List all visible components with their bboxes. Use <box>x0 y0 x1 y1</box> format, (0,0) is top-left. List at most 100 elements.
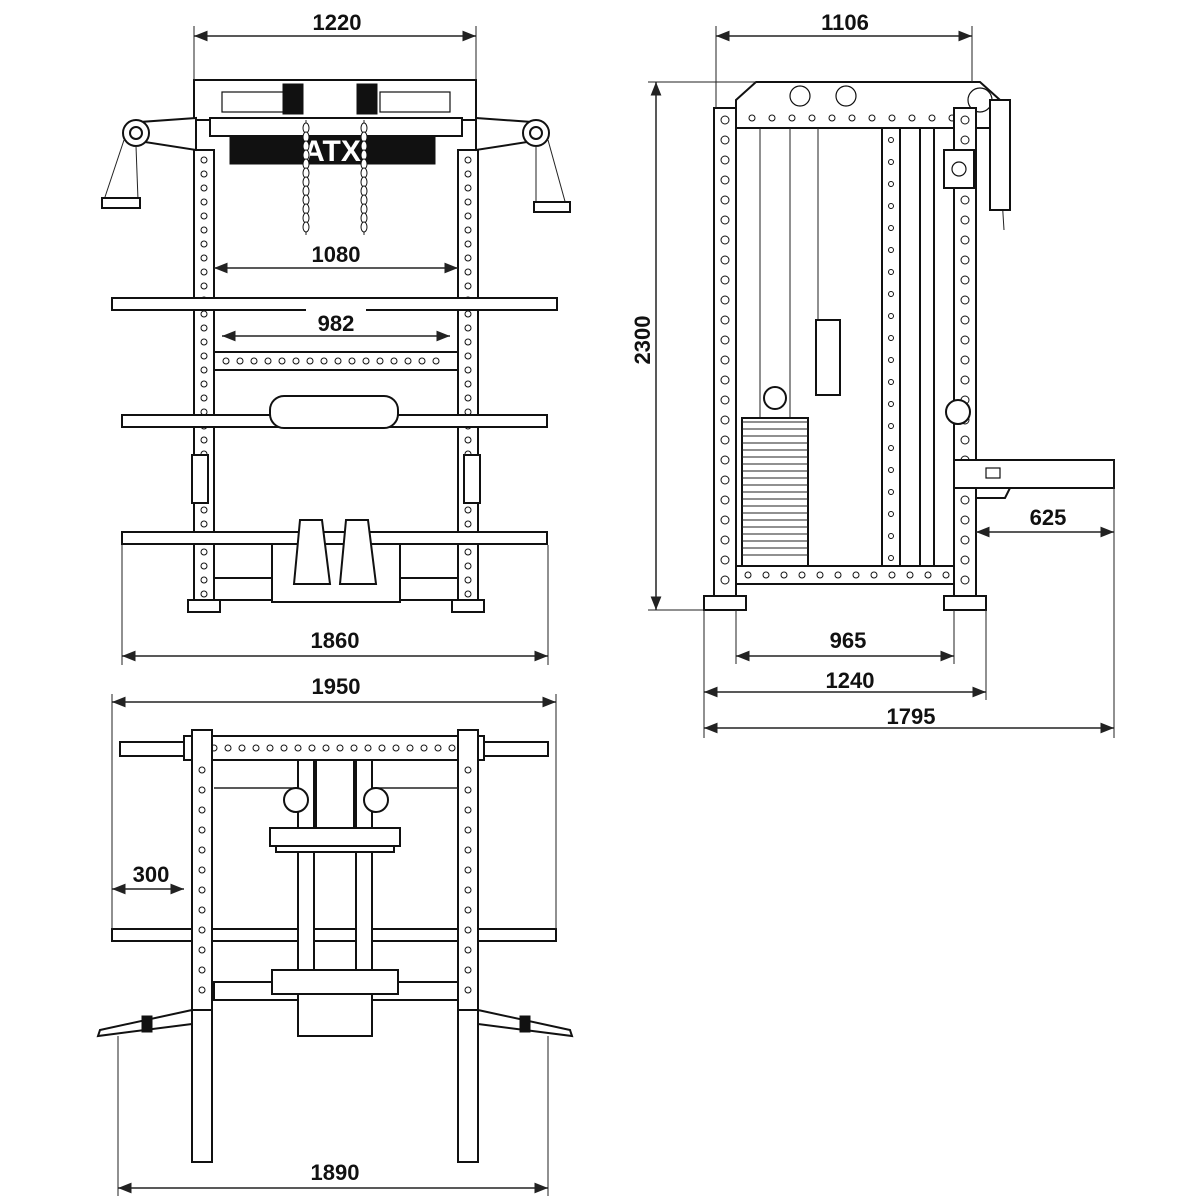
upright-hole <box>960 495 970 505</box>
upright-hole <box>200 240 208 248</box>
upright-hole <box>720 515 730 525</box>
upright-hole <box>464 212 472 220</box>
frame-hole <box>292 357 300 365</box>
frame-hole <box>348 357 356 365</box>
upright-hole <box>720 275 730 285</box>
frame-hole <box>788 114 796 122</box>
upright-hole <box>960 275 970 285</box>
upright-hole <box>464 254 472 262</box>
frame-hole <box>420 744 428 752</box>
upright-hole <box>720 195 730 205</box>
frame-hole <box>278 357 286 365</box>
upright-hole <box>200 170 208 178</box>
frame-hole <box>392 744 400 752</box>
upright-hole <box>888 401 894 407</box>
frame-hole <box>224 744 232 752</box>
upright-hole <box>200 212 208 220</box>
upright-hole <box>464 826 472 834</box>
dim-height: 2300 <box>630 316 655 365</box>
upright-hole <box>960 555 970 565</box>
upright-hole <box>960 215 970 225</box>
upright-hole <box>960 375 970 385</box>
upright-hole <box>198 786 206 794</box>
upright-hole <box>200 324 208 332</box>
dim-side-overall-depth: 1795 <box>887 704 936 729</box>
frame-hole <box>768 114 776 122</box>
upright-hole <box>464 310 472 318</box>
frame-hole <box>828 114 836 122</box>
upright-hole <box>960 355 970 365</box>
weight-stack <box>741 417 809 567</box>
upright-hole <box>464 520 472 528</box>
upright-hole <box>200 520 208 528</box>
upright-hole <box>888 181 894 187</box>
upright-hole <box>960 575 970 585</box>
upright-hole <box>464 886 472 894</box>
upright-hole <box>198 866 206 874</box>
upright-hole <box>200 394 208 402</box>
upright-hole <box>720 575 730 585</box>
upright-hole <box>198 926 206 934</box>
upright-hole <box>888 335 894 341</box>
upright-hole <box>200 436 208 444</box>
upright-hole <box>888 137 894 143</box>
frame-hole <box>434 744 442 752</box>
frame-hole <box>280 744 288 752</box>
upright-hole <box>720 175 730 185</box>
upright-hole <box>720 235 730 245</box>
top-view-left-upright-holes <box>198 766 206 994</box>
upright-hole <box>960 535 970 545</box>
upright-hole <box>200 254 208 262</box>
frame-hole <box>222 357 230 365</box>
frame-hole <box>888 114 896 122</box>
side-view <box>703 81 1115 611</box>
upright-hole <box>198 826 206 834</box>
frame-hole <box>320 357 328 365</box>
frame-hole <box>942 571 950 579</box>
upright-hole <box>720 555 730 565</box>
upright-hole <box>200 548 208 556</box>
upright-hole <box>464 380 472 388</box>
upright-hole <box>200 268 208 276</box>
frame-hole <box>336 744 344 752</box>
side-left-upright-holes <box>720 115 730 585</box>
frame-hole <box>404 357 412 365</box>
upright-hole <box>720 535 730 545</box>
pulley-arm-right <box>475 116 571 213</box>
upright-hole <box>720 495 730 505</box>
upright-hole <box>720 435 730 445</box>
upright-hole <box>464 282 472 290</box>
upright-hole <box>464 766 472 774</box>
upright-hole <box>720 395 730 405</box>
upright-hole <box>200 226 208 234</box>
upright-hole <box>200 506 208 514</box>
upright-hole <box>200 156 208 164</box>
upright-hole <box>464 352 472 360</box>
upright-hole <box>464 506 472 514</box>
frame-hole <box>376 357 384 365</box>
upright-hole <box>960 115 970 125</box>
frame-hole <box>748 114 756 122</box>
upright-hole <box>464 436 472 444</box>
frame-hole <box>868 114 876 122</box>
upright-hole <box>198 846 206 854</box>
upright-hole <box>464 846 472 854</box>
upright-hole <box>888 313 894 319</box>
frame-hole <box>798 571 806 579</box>
crossmember-holes <box>222 357 440 365</box>
dim-side-spotter-depth: 625 <box>1030 505 1067 530</box>
frame-hole <box>264 357 272 365</box>
upright-hole <box>464 394 472 402</box>
upright-hole <box>464 562 472 570</box>
upright-hole <box>888 511 894 517</box>
upright-hole <box>720 475 730 485</box>
dim-top-base-width: 1890 <box>311 1160 360 1185</box>
frame-hole <box>906 571 914 579</box>
frame-hole <box>266 744 274 752</box>
upright-hole <box>720 135 730 145</box>
dimension-lines <box>111 26 1115 1196</box>
upright-hole <box>200 576 208 584</box>
dim-front-frame-width: 1220 <box>313 10 362 35</box>
upright-hole <box>200 562 208 570</box>
